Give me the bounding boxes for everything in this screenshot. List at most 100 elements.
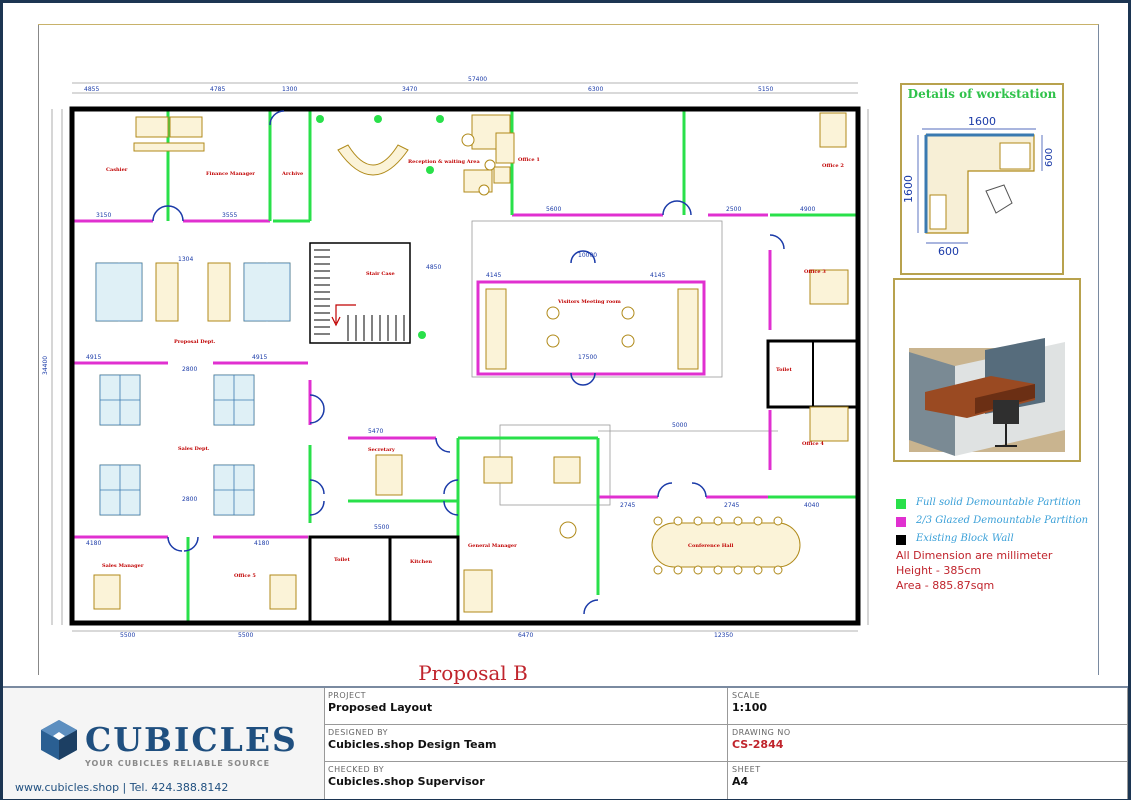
dimension-label: 2745 xyxy=(724,502,739,509)
brand-area: CUBICLES YOUR CUBICLES RELIABLE SOURCE w… xyxy=(3,688,325,799)
drawing-no-value: CS-2844 xyxy=(732,738,784,751)
room-label: Proposal Dept. xyxy=(174,339,216,345)
room-label: Office 5 xyxy=(234,573,256,579)
legend-label: 2/3 Glazed Demountable Partition xyxy=(916,515,1089,526)
dimension-label: 12350 xyxy=(714,632,733,639)
dimension-labels: 57400 34400 4855 4785 1300 3470 6300 515… xyxy=(42,76,819,639)
checked-cell: CHECKED BY Cubicles.shop Supervisor xyxy=(324,762,728,799)
dimension-label: 1300 xyxy=(282,86,297,93)
dimension-label: 5500 xyxy=(374,524,389,531)
dimension-label: 2800 xyxy=(182,496,197,503)
room-label: Cashier xyxy=(106,167,128,173)
project-label: PROJECT xyxy=(328,691,367,700)
solid-partitions xyxy=(166,109,858,623)
frame-left-rule xyxy=(38,25,39,675)
dimension-label: 4040 xyxy=(804,502,819,509)
dimension-label: 4900 xyxy=(800,206,815,213)
dimension-label: 17500 xyxy=(578,354,597,361)
project-value: Proposed Layout xyxy=(328,701,433,714)
brand-name: CUBICLES xyxy=(85,720,298,759)
dimension-label: 5000 xyxy=(672,422,687,429)
dimension-label: 6470 xyxy=(518,632,533,639)
doors xyxy=(152,110,785,615)
dimension-label: 4785 xyxy=(210,86,225,93)
sheet-value: A4 xyxy=(732,775,749,788)
legend-item-solid: Full solid Demountable Partition xyxy=(896,495,1126,513)
legend-swatch xyxy=(896,499,906,509)
dimension-label: 5500 xyxy=(238,632,253,639)
ws-dim-right: 600 xyxy=(1044,148,1055,167)
room-label: Secretary xyxy=(368,447,396,453)
dimension-label: 5470 xyxy=(368,428,383,435)
dimension-label: 1304 xyxy=(178,256,193,263)
dimension-label: 4855 xyxy=(84,86,99,93)
dimension-label: 2500 xyxy=(726,206,741,213)
room-label: Sales Manager xyxy=(102,563,144,569)
room-label: Toilet xyxy=(776,367,792,373)
note-units: All Dimension are millimeter xyxy=(896,549,1053,562)
designed-label: DESIGNED BY xyxy=(328,728,389,737)
room-label: Finance Manager xyxy=(206,171,255,177)
room-label: Conference Hall xyxy=(688,543,734,549)
scale-label: SCALE xyxy=(732,691,761,700)
workstation-clusters xyxy=(95,262,291,516)
note-height: Height - 385cm xyxy=(896,564,982,577)
ws-dim-top: 1600 xyxy=(968,115,996,128)
room-label: Reception & waiting Area xyxy=(408,159,480,165)
overall-height-label: 34400 xyxy=(42,356,49,375)
ws-dim-left: 1600 xyxy=(902,175,915,203)
room-label: Archive xyxy=(281,171,303,177)
room-label: Office 3 xyxy=(804,269,826,275)
room-label: Stair Case xyxy=(366,271,395,277)
dimension-label: 4145 xyxy=(650,272,665,279)
legend-label: Existing Block Wall xyxy=(916,533,1014,544)
legend: Full solid Demountable Partition 2/3 Gla… xyxy=(896,495,1126,594)
drawing-no-cell: DRAWING NO CS-2844 xyxy=(728,725,1128,762)
cube-logo-icon xyxy=(41,720,77,760)
room-label: Toilet xyxy=(334,557,350,563)
checked-value: Cubicles.shop Supervisor xyxy=(328,775,485,788)
room-label: Office 2 xyxy=(822,163,844,169)
note-area: Area - 885.87sqm xyxy=(896,579,995,592)
checked-label: CHECKED BY xyxy=(328,765,385,774)
ws-dim-bottom: 600 xyxy=(938,245,959,258)
room-label: Office 1 xyxy=(518,157,540,163)
workstation-detail-panel: Details of workstation 1600 1600 600 600 xyxy=(900,83,1064,275)
plant-icons xyxy=(316,115,444,339)
workstation-dividers xyxy=(100,375,254,515)
stair-arrow xyxy=(331,304,356,327)
dimension-label: 2745 xyxy=(620,502,635,509)
dimension-label: 3555 xyxy=(222,212,237,219)
dimension-label: 5600 xyxy=(546,206,561,213)
dimension-label: 3470 xyxy=(402,86,417,93)
workstation-render-panel xyxy=(893,278,1081,462)
designed-cell: DESIGNED BY Cubicles.shop Design Team xyxy=(324,725,728,762)
room-labels: Cashier Finance Manager Archive Receptio… xyxy=(102,157,844,579)
dimension-label: 4180 xyxy=(254,540,269,547)
scale-cell: SCALE 1:100 xyxy=(728,688,1128,725)
brand-tagline: YOUR CUBICLES RELIABLE SOURCE xyxy=(85,759,271,768)
workstation-render xyxy=(895,280,1079,460)
designed-value: Cubicles.shop Design Team xyxy=(328,738,497,751)
drawing-sheet: Cashier Finance Manager Archive Receptio… xyxy=(3,3,1128,799)
room-label: Sales Dept. xyxy=(178,446,210,452)
dimension-label: 4915 xyxy=(252,354,267,361)
title-block: CUBICLES YOUR CUBICLES RELIABLE SOURCE w… xyxy=(3,686,1128,799)
dimension-label: 4850 xyxy=(426,264,441,271)
staircase xyxy=(314,249,405,341)
dimension-label: 3150 xyxy=(96,212,111,219)
drawing-frame: Cashier Finance Manager Archive Receptio… xyxy=(38,24,1099,685)
room-label: Visitors Meeting room xyxy=(557,299,622,305)
drawing-no-label: DRAWING NO xyxy=(732,728,791,737)
dimension-label: 5150 xyxy=(758,86,773,93)
floor-plan: Cashier Finance Manager Archive Receptio… xyxy=(42,76,869,639)
legend-swatch xyxy=(896,517,906,527)
legend-item-block: Existing Block Wall xyxy=(896,531,1126,549)
room-label: Office 4 xyxy=(802,441,824,447)
legend-item-glazed: 2/3 Glazed Demountable Partition xyxy=(896,513,1126,531)
room-label: General Manager xyxy=(468,543,517,549)
workstation-detail-title: Details of workstation xyxy=(907,87,1057,101)
dimension-label: 4180 xyxy=(86,540,101,547)
workstation-drawing: 1600 1600 600 600 xyxy=(902,115,1055,258)
dimension-label: 5500 xyxy=(120,632,135,639)
